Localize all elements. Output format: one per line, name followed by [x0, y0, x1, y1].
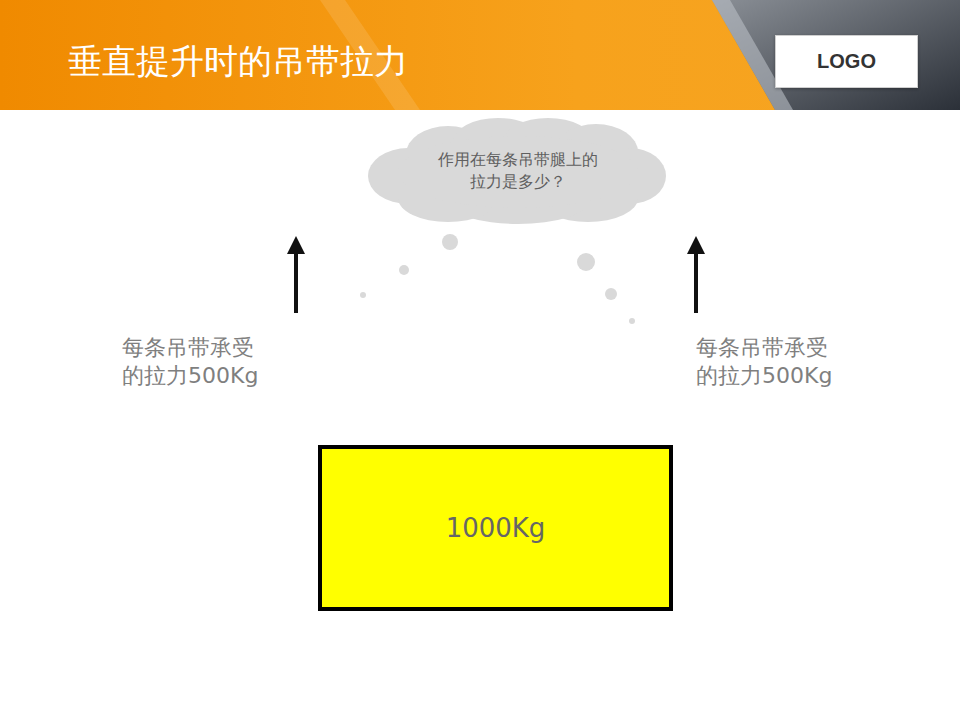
- cloud-shape: [368, 118, 668, 224]
- thought-dots: [360, 234, 635, 324]
- force-arrows: [287, 236, 705, 313]
- logo-box: LOGO: [775, 35, 918, 88]
- force-label: 每条吊带承受的拉力500Kg: [696, 334, 846, 390]
- logo-box-text: LOGO: [817, 50, 876, 73]
- thought-cloud: 作用在每条吊带腿上的拉力是多少？: [368, 118, 668, 224]
- slide-title: 垂直提升时的吊带拉力: [68, 38, 408, 84]
- load-box: 1000Kg: [318, 445, 673, 611]
- header-band: [0, 0, 960, 110]
- thought-cloud-text: 作用在每条吊带腿上的拉力是多少？: [438, 149, 598, 193]
- header-dark-corner: [712, 0, 960, 110]
- force-label: 每条吊带承受的拉力500Kg: [122, 334, 272, 390]
- load-box-text: 1000Kg: [446, 513, 546, 543]
